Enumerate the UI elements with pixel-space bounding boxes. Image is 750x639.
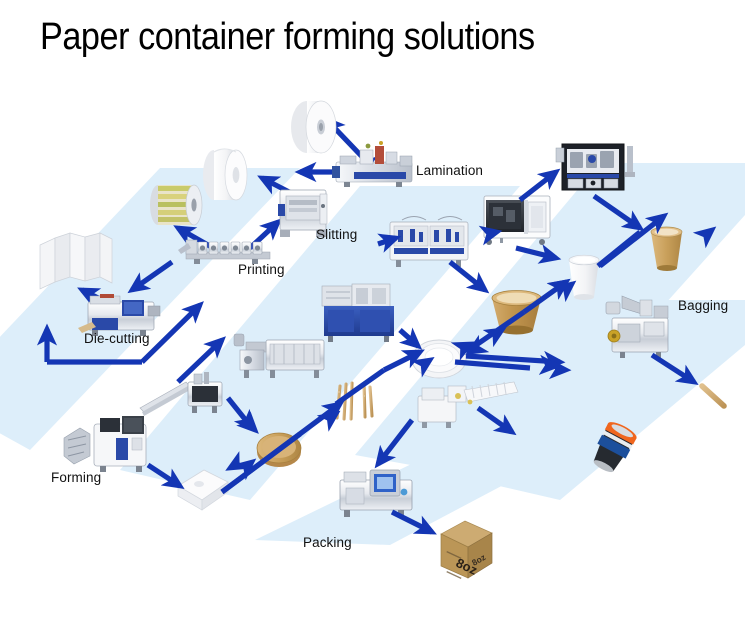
arrow-lid-to-cup xyxy=(592,193,645,232)
stage-label-slitting: Slitting xyxy=(316,227,358,242)
lamination-machine xyxy=(332,141,413,187)
paper-bowl-machine xyxy=(389,216,469,267)
straw-machine xyxy=(139,372,223,416)
lid-forming-machine xyxy=(555,143,635,191)
paper-cup-machine xyxy=(321,283,394,342)
napkin-pack xyxy=(177,469,229,511)
arrow-diecut-in xyxy=(127,259,174,294)
arrow-bagging-to-straw xyxy=(650,352,699,385)
plate-forming-machine xyxy=(417,381,519,428)
paper-blank-stack xyxy=(39,232,113,290)
forming-machine xyxy=(63,416,147,472)
printed-paper-roll xyxy=(150,184,203,226)
arrow-into-bowl-machine xyxy=(377,233,402,253)
arrow-plate-machine-to-cup xyxy=(476,405,517,436)
bagging-machine xyxy=(605,295,669,358)
paper-roll-large xyxy=(291,100,337,154)
high-speed-cup-machine xyxy=(483,195,551,245)
stage-label-lamination: Lamination xyxy=(416,163,484,178)
arrow-strawmachine-out xyxy=(225,396,256,433)
kraft-paper-bowl xyxy=(491,290,542,335)
white-paper-cup xyxy=(568,254,600,300)
page-title: Paper container forming solutions xyxy=(40,16,535,58)
arrow-bowlmachine-to-bowl xyxy=(448,259,490,294)
arrow-hispeed-down-to-cup xyxy=(515,244,562,264)
flow-arrow-paths xyxy=(220,229,642,495)
arrow-platemachine-to-packing xyxy=(374,418,415,469)
arrow-packing-to-carton xyxy=(390,509,437,535)
stage-label-forming: Forming xyxy=(51,470,102,485)
sleeved-cup xyxy=(593,422,637,473)
single-paper-straw xyxy=(699,383,727,409)
arrow-forming-to-napkin xyxy=(146,462,185,490)
sleeve-machine xyxy=(233,333,325,378)
paper-plate xyxy=(411,339,467,379)
paper-roll-slit xyxy=(203,148,248,201)
flow-arrows-lower-left xyxy=(36,301,226,384)
flow-arrows-main xyxy=(146,168,717,535)
slitting-machine xyxy=(278,189,328,237)
stage-label-bagging: Bagging xyxy=(678,298,729,313)
packing-machine xyxy=(339,469,413,517)
carton-box: 8oz 8oz xyxy=(440,520,493,580)
stage-label-packing: Packing xyxy=(303,535,352,550)
arrow-cupmachine-to-plate xyxy=(398,327,423,350)
stage-label-printing: Printing xyxy=(238,262,285,277)
die-cutting-machine xyxy=(78,294,161,336)
arrow-to-sleeve-zone xyxy=(140,301,204,364)
arrow-hispeed-to-lid xyxy=(518,168,561,203)
arrow-forming-branch xyxy=(176,336,226,384)
stage-label-die-cutting: Die-cutting xyxy=(84,331,150,346)
printing-machine xyxy=(178,239,271,264)
